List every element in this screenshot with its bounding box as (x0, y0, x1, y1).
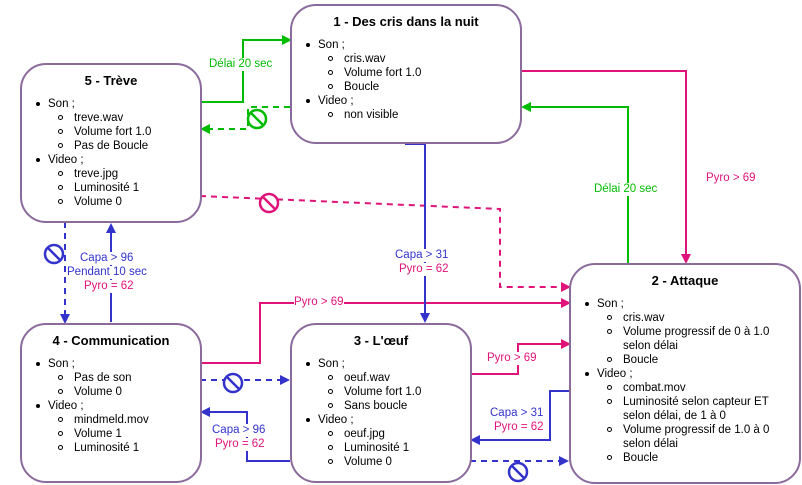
list-item: Luminosité 1 (328, 441, 464, 455)
edge-5-to-2-dashed (199, 195, 571, 292)
edge-2-to-1-delay (521, 102, 629, 264)
node-title: 1 - Des cris dans la nuit (333, 14, 479, 29)
forbidden-icon (246, 108, 268, 130)
edge-label: Capa > 31 (490, 407, 544, 420)
list-item: cris.wav (328, 52, 514, 66)
list-item: Luminosité 1 (58, 441, 194, 455)
edge-label: Capa > 96 (212, 424, 266, 437)
section-label: Son ; (304, 357, 464, 371)
list-item: Volume progressif de 1.0 à 0 selon délai (607, 423, 793, 451)
section-label: Son ; (583, 297, 793, 311)
edge-1-to-5-dashed (200, 106, 290, 134)
list-item: non visible (328, 108, 514, 122)
forbidden-icon (222, 372, 244, 394)
edge-label: Pyro > 69 (487, 352, 537, 365)
edge-label: Capa > 96 (80, 252, 134, 265)
edge-1-to-2-pyro (522, 70, 691, 264)
list-item: Pas de son (58, 371, 194, 385)
list-item: Boucle (607, 353, 793, 367)
list-item: Pas de Boucle (58, 139, 194, 153)
edge-4-to-2-pyro (200, 298, 571, 364)
section-label: Son ; (34, 97, 194, 111)
list-item: treve.jpg (58, 167, 194, 181)
section-label: Son ; (304, 38, 514, 52)
list-item: Volume fort 1.0 (58, 125, 194, 139)
edge-label: Pyro = 62 (494, 421, 544, 434)
edge-label: Pendant 10 sec (67, 266, 147, 279)
edge-label: Pyro > 69 (706, 172, 756, 185)
list-item: treve.wav (58, 111, 194, 125)
section-label: Son ; (34, 357, 194, 371)
list-item: oeuf.jpg (328, 427, 464, 441)
list-item: oeuf.wav (328, 371, 464, 385)
list-item: Volume 0 (328, 455, 464, 469)
list-item: Volume 0 (58, 195, 194, 209)
list-item: Volume 0 (58, 385, 194, 399)
section-label: Video ; (34, 153, 194, 167)
edge-label: Pyro > 69 (294, 296, 344, 309)
list-item: combat.mov (607, 381, 793, 395)
list-item: Luminosité 1 (58, 181, 194, 195)
edge-label: Délai 20 sec (209, 58, 273, 71)
list-item: Volume fort 1.0 (328, 385, 464, 399)
node-title: 2 - Attaque (651, 273, 719, 288)
list-item: Sans boucle (328, 399, 464, 413)
section-label: Video ; (304, 94, 514, 108)
edge-label: Délai 20 sec (594, 183, 658, 196)
section-label: Video ; (304, 413, 464, 427)
edge-label: Pyro = 62 (84, 280, 134, 293)
forbidden-icon (43, 243, 65, 265)
node-title: 3 - L'œuf (353, 333, 409, 348)
list-item: Boucle (607, 451, 793, 465)
section-items: non visible (304, 108, 514, 122)
list-item: Volume fort 1.0 (328, 66, 514, 80)
forbidden-icon (258, 192, 280, 214)
list-item: Volume 1 (58, 427, 194, 441)
list-item: Volume progressif de 0 à 1.0 selon délai (607, 325, 793, 353)
list-item: Boucle (328, 80, 514, 94)
edge-label: Pyro = 62 (215, 438, 265, 451)
edge-label: Capa > 31 (395, 249, 449, 262)
list-item: cris.wav (607, 311, 793, 325)
list-item: mindmeld.mov (58, 413, 194, 427)
edge-5-to-1-delay (200, 35, 292, 103)
list-item: Luminosité selon capteur ET selon délai,… (607, 395, 793, 423)
node-title: 4 - Communication (52, 333, 170, 348)
edge-1-to-3-capa (405, 143, 430, 323)
forbidden-icon (507, 461, 529, 483)
section-label: Video ; (34, 399, 194, 413)
node-title: 5 - Trève (84, 73, 138, 88)
edge-label: Pyro = 62 (399, 263, 449, 276)
section-label: Video ; (583, 367, 793, 381)
edge-2-to-3-capa (470, 390, 569, 445)
